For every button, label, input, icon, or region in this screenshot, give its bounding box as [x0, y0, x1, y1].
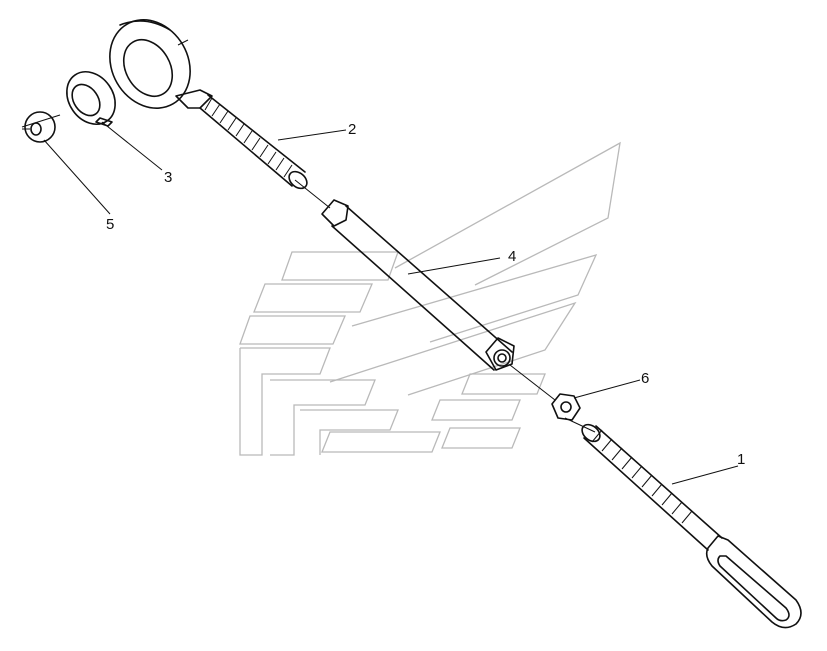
part-4-tube [321, 199, 515, 371]
assembly-axis [21, 114, 61, 128]
part-5-ball [22, 111, 56, 143]
callout-4: 4 [508, 248, 516, 265]
assembly-axis-3 [509, 364, 556, 401]
part-2-eye-bolt [109, 19, 308, 190]
callout-1: 1 [737, 451, 745, 468]
leader-3 [101, 121, 163, 171]
leader-lines [43, 121, 739, 485]
callout-2: 2 [348, 121, 356, 138]
part-6-hex-nut [551, 393, 581, 421]
leader-5 [43, 139, 111, 215]
assembly-axis-2 [294, 179, 331, 209]
leader-2 [277, 129, 347, 141]
part-3-ring [66, 71, 116, 127]
leader-6 [573, 379, 641, 399]
callout-3: 3 [164, 169, 172, 186]
watermark-logo [239, 141, 621, 456]
leader-1 [671, 465, 739, 485]
callout-5: 5 [106, 216, 114, 233]
callout-6: 6 [641, 370, 649, 387]
leader-4 [407, 257, 501, 275]
part-1-slot-bolt [581, 423, 802, 629]
